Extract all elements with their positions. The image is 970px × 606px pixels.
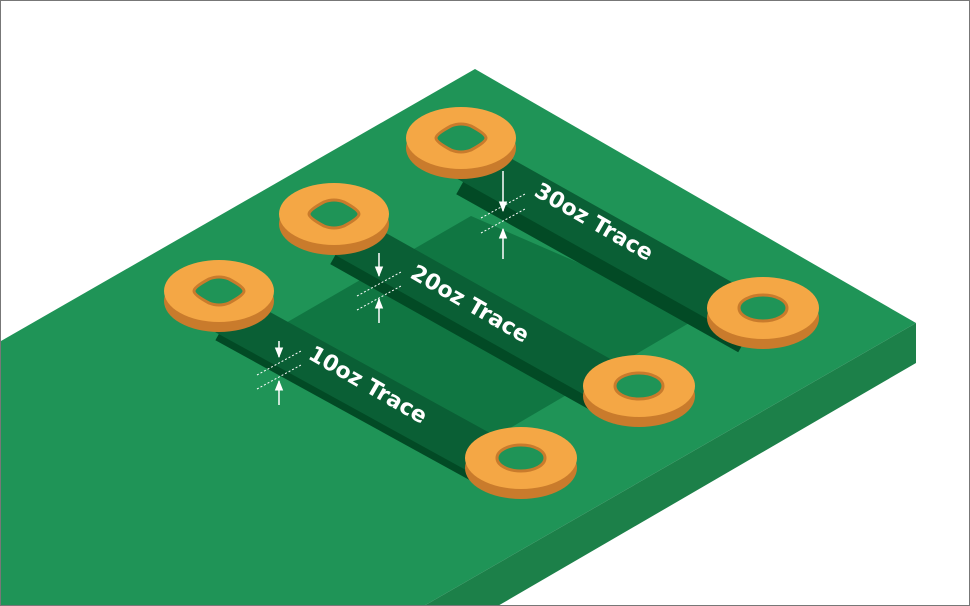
trace-top-10oz (215, 293, 517, 487)
dashed-guide-line (256, 364, 302, 390)
dashed-guide-line (356, 271, 402, 297)
dashed-guide-line (480, 193, 526, 219)
dashed-guide-line (480, 208, 526, 234)
trace-top-20oz (330, 213, 637, 413)
pad-hole-round-30oz (737, 293, 789, 323)
thickness-indicator-10oz (256, 341, 302, 405)
pad-hole-round-10oz (495, 443, 547, 473)
thickness-indicator-30oz (480, 171, 526, 259)
thickness-indicator-20oz (356, 253, 402, 323)
pad-hole-round-20oz (613, 371, 665, 401)
dashed-guide-line (256, 350, 302, 376)
pad-hole-diamond-20oz (307, 198, 361, 230)
board-side-face (425, 323, 916, 605)
trace-top-30oz (456, 139, 760, 337)
pad-hole-diamond-30oz (434, 122, 488, 154)
dashed-guide-line (356, 285, 402, 311)
pad-hole-diamond-10oz (192, 275, 246, 307)
